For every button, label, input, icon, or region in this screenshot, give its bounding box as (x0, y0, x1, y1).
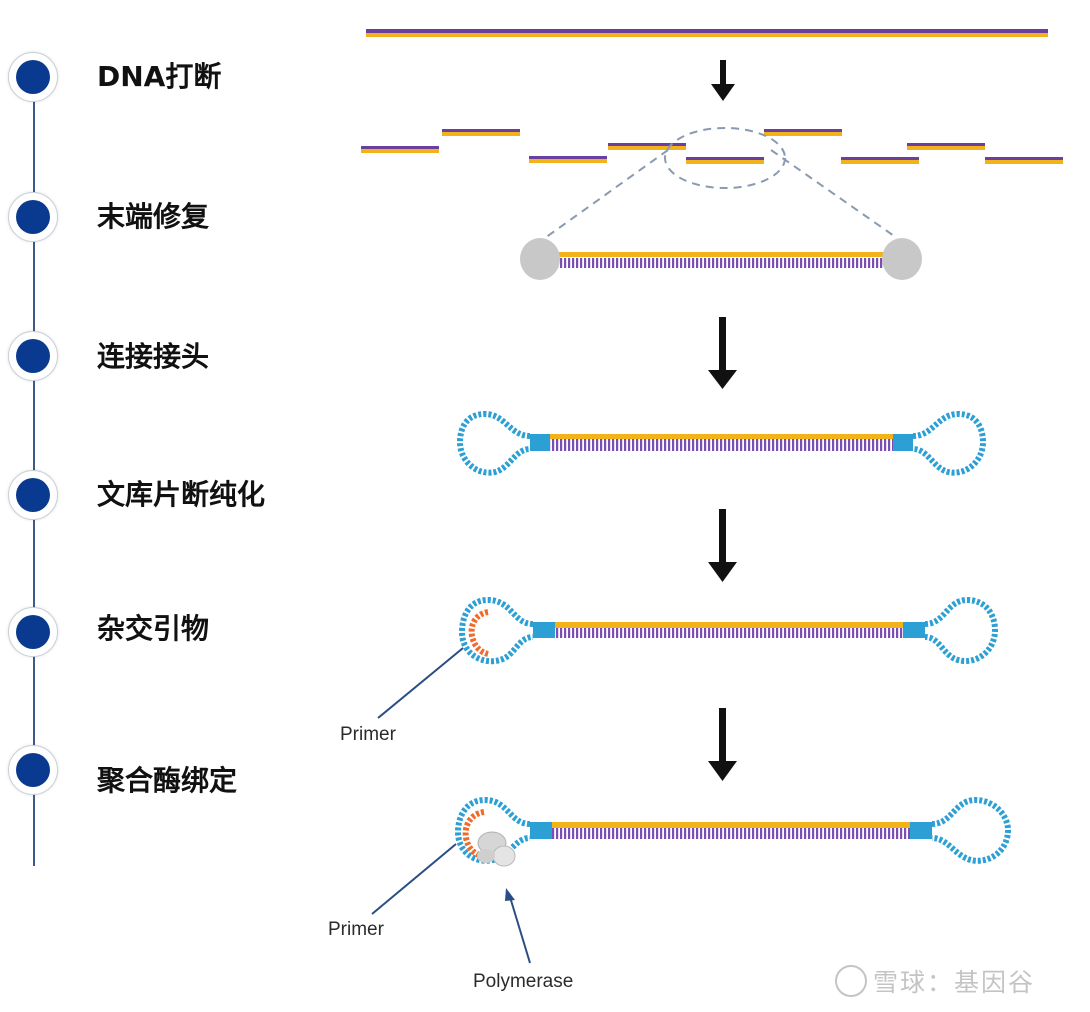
step-dot-icon (8, 331, 58, 381)
polymerase-bound-library (371, 796, 1012, 964)
polymerase-pointer (509, 896, 531, 964)
step-dot-icon (8, 192, 58, 242)
watermark: 雪球：基因谷 (835, 963, 1035, 1000)
step-marker-3 (5, 328, 65, 388)
step-marker-6 (5, 742, 65, 802)
step-dot-icon (8, 470, 58, 520)
zoom-callout (544, 127, 898, 239)
primer-pointer (377, 647, 464, 719)
down-arrow-icon (711, 60, 735, 101)
primer-hybridized-library (377, 596, 999, 719)
polymerase-label: Polymerase (473, 971, 574, 992)
snowball-logo-icon (835, 965, 867, 997)
end-cap-icon (520, 238, 560, 280)
hairpin-adapter-icon (454, 796, 1012, 864)
step-label-primer-hybridization: 杂交引物 (97, 612, 210, 645)
step-label-polymerase-binding: 聚合酶绑定 (97, 764, 238, 797)
step-marker-4 (5, 467, 65, 527)
hairpin-adapter-icon (456, 410, 987, 476)
step-marker-5 (5, 604, 65, 664)
step-dot-icon (8, 745, 58, 795)
watermark-text: 雪球：基因谷 (873, 968, 1036, 997)
step-label-library-purification: 文库片断纯化 (97, 478, 266, 511)
step-marker-1 (5, 49, 65, 109)
step-label-end-repair: 末端修复 (97, 200, 210, 233)
polymerase-icon (477, 831, 516, 867)
end-cap-icon (882, 238, 922, 280)
step-marker-2 (5, 189, 65, 249)
step-dot-icon (8, 52, 58, 102)
end-repaired-fragment (520, 238, 922, 280)
primer-strand (462, 809, 485, 859)
down-arrow-icon (708, 708, 737, 781)
down-arrow-icon (708, 317, 737, 389)
step-label-adapter-ligation: 连接接头 (97, 340, 210, 373)
primer-strand (468, 609, 489, 657)
dna-fragment-icon (361, 129, 1063, 164)
primer-label-2: Primer (328, 919, 384, 940)
hairpin-adapter-icon (458, 596, 999, 665)
long-dna-strand (366, 29, 1048, 37)
primer-label-1: Primer (340, 724, 396, 745)
down-arrow-icon (708, 509, 737, 582)
step-label-dna-shearing: DNA打断 (97, 60, 222, 93)
primer-pointer (371, 843, 457, 915)
smrtbell-library (456, 410, 987, 476)
step-dot-icon (8, 607, 58, 657)
